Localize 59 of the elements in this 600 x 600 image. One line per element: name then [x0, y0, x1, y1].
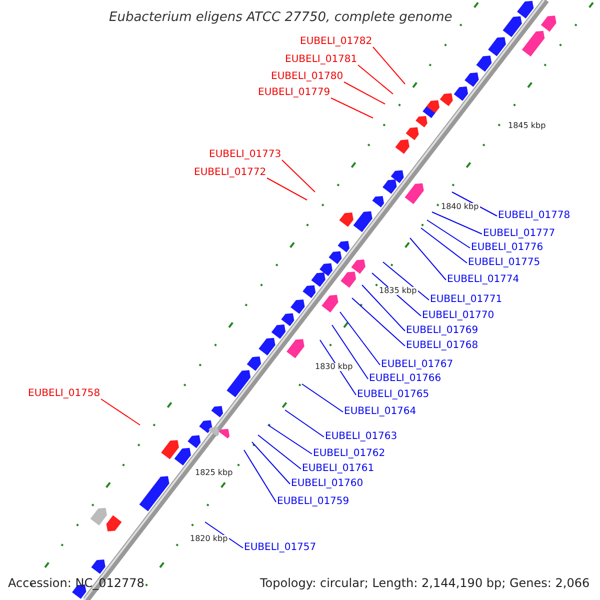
leader-line	[362, 284, 406, 332]
gene-label: EUBELI_01762	[313, 449, 386, 459]
gene-label: EUBELI_01772	[194, 168, 266, 178]
scale-label: 1845 kbp	[507, 122, 547, 130]
scale-label: 1835 kbp	[378, 287, 418, 295]
leader-line	[258, 434, 302, 470]
gene-label: EUBELI_01766	[369, 374, 442, 384]
gene-label: EUBELI_01780	[271, 72, 344, 82]
leader-line	[372, 46, 406, 84]
gene-label: EUBELI_01773	[209, 150, 282, 160]
map-title: Eubacterium eligens ATCC 27750, complete genome	[109, 11, 452, 24]
gene-label: EUBELI_01771	[430, 295, 502, 305]
leader-line	[252, 442, 290, 484]
leader-line	[340, 312, 380, 366]
gene-label: EUBELI_01764	[344, 407, 416, 417]
gene-label: EUBELI_01767	[381, 360, 454, 370]
gene-label: EUBELI_01770	[422, 311, 494, 321]
leader-line	[358, 64, 394, 94]
gene-label: EUBELI_01765	[357, 390, 430, 400]
leader-line	[302, 384, 344, 412]
gene-label: EUBELI_01782	[300, 37, 372, 47]
leader-line	[410, 238, 446, 280]
leader-line	[320, 340, 356, 396]
gene-label: EUBELI_01777	[483, 229, 556, 239]
scale-label: 1840 kbp	[440, 203, 480, 211]
gene-label: EUBELI_01768	[406, 341, 478, 351]
accession-text: Accession: NC_012778	[8, 577, 144, 589]
gene-label: EUBELI_01758	[28, 389, 100, 399]
leader-line	[426, 220, 470, 248]
gene-label: EUBELI_01769	[406, 326, 478, 336]
leader-line	[282, 160, 316, 192]
leader-line	[266, 178, 308, 200]
gene-label: EUBELI_01779	[258, 88, 330, 98]
leader-line	[100, 398, 140, 426]
leader-line	[352, 298, 406, 346]
gene-label: EUBELI_01781	[285, 55, 358, 65]
leader-line	[204, 522, 244, 548]
gene-label: EUBELI_01775	[468, 258, 540, 268]
gene-label: EUBELI_01778	[498, 211, 570, 221]
gene-label: EUBELI_01760	[291, 479, 364, 489]
gene-label: EUBELI_01761	[302, 464, 374, 474]
leader-line	[332, 324, 368, 380]
gene-label: EUBELI_01763	[325, 432, 398, 442]
scale-label: 1825 kbp	[194, 469, 234, 477]
gene-label: EUBELI_01759	[277, 497, 350, 507]
gene-label: EUBELI_01757	[244, 543, 316, 553]
leader-line	[344, 82, 386, 104]
leader-line	[244, 450, 276, 502]
scale-label: 1830 kbp	[314, 363, 354, 371]
gene-label: EUBELI_01776	[471, 243, 544, 253]
scale-label: 1820 kbp	[189, 535, 229, 543]
genome-summary-text: Topology: circular; Length: 2,144,190 bp; Genes: 2,066	[260, 577, 590, 589]
gene-label: EUBELI_01774	[447, 275, 520, 285]
leader-line	[420, 228, 468, 264]
leader-line	[284, 410, 324, 438]
leader-line	[432, 212, 482, 234]
leader-line	[330, 98, 374, 118]
leader-line	[268, 424, 312, 454]
leader-line	[382, 262, 430, 300]
